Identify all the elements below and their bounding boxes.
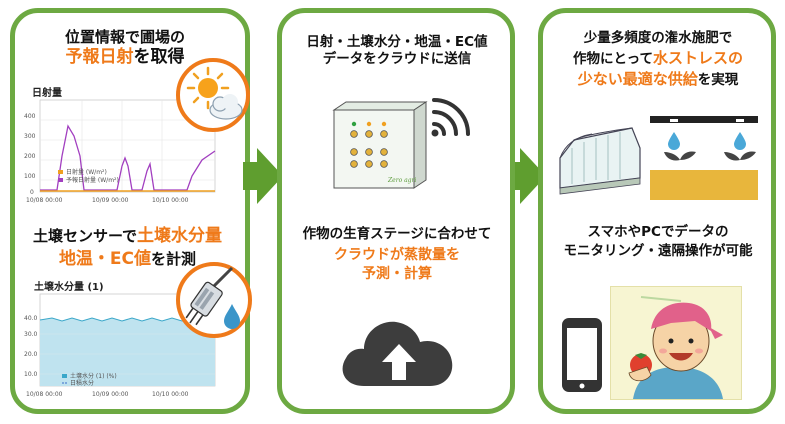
p1-heading2-orange1: 土壌水分量 — [137, 226, 223, 246]
chart-title-solar: 日射量 — [32, 88, 62, 99]
series-forecast-solar — [40, 124, 216, 191]
legend-soil-swatch-1 — [62, 374, 67, 378]
p1-heading1-line1: 位置情報で圃場の — [64, 28, 185, 46]
flow-arrow-2 — [506, 148, 546, 204]
y-tick-20: 20.0 — [24, 351, 38, 358]
p1-heading2: 土壌センサーで土壌水分量 地温・EC値を計測 — [20, 226, 235, 271]
legend-swatch-1 — [58, 170, 63, 174]
flow-arrow-1 — [243, 148, 283, 204]
p3-heading1-rest: を実現 — [697, 71, 739, 88]
p3-heading2-line1: スマホやPCでデータの — [587, 224, 729, 240]
x-tick-1: 10/08 00:00 — [26, 197, 63, 204]
p2-heading2-line1: 作物の生育ステージに合わせて — [302, 226, 492, 242]
legend-soil-label-1: 土壌水分 (1) (%) — [70, 372, 117, 380]
cloud-upload-icon — [342, 321, 453, 386]
p3-heading1-line1: 少量多頻度の潅水施肥で — [583, 30, 733, 46]
legend-label-2: 予報日射量 (W/m²) — [66, 176, 119, 184]
drip-irrigation-icon — [650, 116, 758, 200]
p3-heading2-line2: モニタリング・遠隔操作が可能 — [563, 242, 753, 259]
y-tick-100: 100 — [24, 173, 36, 180]
controller-device-icon: Zero agri — [332, 98, 470, 189]
p2-heading1: 日射・土壌水分・地温・EC値 データをクラウドに送信 — [282, 34, 512, 68]
soil-sensor-icon — [185, 266, 240, 329]
y-tick-200: 200 — [24, 153, 36, 160]
p2-heading2-orange1: クラウドが蒸散量を — [334, 246, 460, 263]
y-tick-30: 30.0 — [24, 331, 38, 338]
legend-label-1: 日射量 (W/m²) — [66, 168, 107, 176]
p2-heading1-line2: データをクラウドに送信 — [322, 50, 472, 67]
sensor-icon-circle — [176, 262, 252, 338]
p1-heading1-rest: を取得 — [133, 46, 185, 67]
greenhouse-icon — [559, 127, 641, 195]
legend-soil-label-2: 日積水分 — [70, 379, 94, 387]
device-logo: Zero agri — [387, 177, 416, 184]
x-tick-soil-3: 10/10 00:00 — [152, 391, 189, 398]
p3-heading2: スマホやPCでデータの モニタリング・遠隔操作が可能 — [542, 224, 774, 260]
series-soil-area — [40, 318, 215, 386]
p1-heading2-orange2: 地温・EC値 — [58, 249, 152, 270]
p2-heading2-orange2: 予測・計算 — [362, 266, 432, 283]
legend-swatch-2 — [58, 178, 63, 182]
p1-heading1: 位置情報で圃場の 予報日射を取得 — [20, 28, 230, 68]
y-tick-10: 10.0 — [24, 371, 38, 378]
p2-heading1-line1: 日射・土壌水分・地温・EC値 — [306, 34, 488, 50]
p3-heading1-prefix: 作物にとって — [573, 50, 653, 67]
p3-heading1: 少量多頻度の潅水施肥で 作物にとって水ストレスの 少ない最適な供給を実現 — [542, 30, 774, 89]
p1-heading2-prefix: 土壌センサーで — [32, 227, 138, 245]
weather-icon-circle — [176, 58, 250, 132]
p3-heading1-orange1: 水ストレスの — [652, 48, 743, 67]
y-tick-0: 0 — [30, 189, 34, 196]
smartphone-icon — [562, 318, 602, 392]
p1-heading2-rest: を計測 — [151, 250, 197, 269]
y-tick-40: 40.0 — [24, 315, 38, 322]
chart-title-soil: 土壌水分量 (1) — [34, 282, 104, 293]
x-tick-3: 10/10 00:00 — [152, 197, 189, 204]
farmer-with-tomato-icon — [628, 296, 723, 399]
y-tick-400: 400 — [24, 113, 36, 120]
farmer-illustration — [610, 286, 742, 400]
p1-heading1-orange: 予報日射 — [65, 46, 134, 67]
x-tick-2: 10/09 00:00 — [92, 197, 129, 204]
x-tick-soil-1: 10/08 00:00 — [26, 391, 63, 398]
p2-heading2: 作物の生育ステージに合わせて クラウドが蒸散量を 予測・計算 — [282, 226, 512, 284]
sun-cloud-icon — [186, 66, 243, 120]
wifi-icon — [432, 98, 470, 136]
y-tick-300: 300 — [24, 133, 36, 140]
p3-heading1-orange2: 少ない最適な供給 — [577, 69, 698, 88]
soil-moisture-chart: 40.0 30.0 20.0 10.0 10/08 00:00 10/09 00… — [24, 293, 216, 398]
x-tick-soil-2: 10/09 00:00 — [92, 391, 129, 398]
